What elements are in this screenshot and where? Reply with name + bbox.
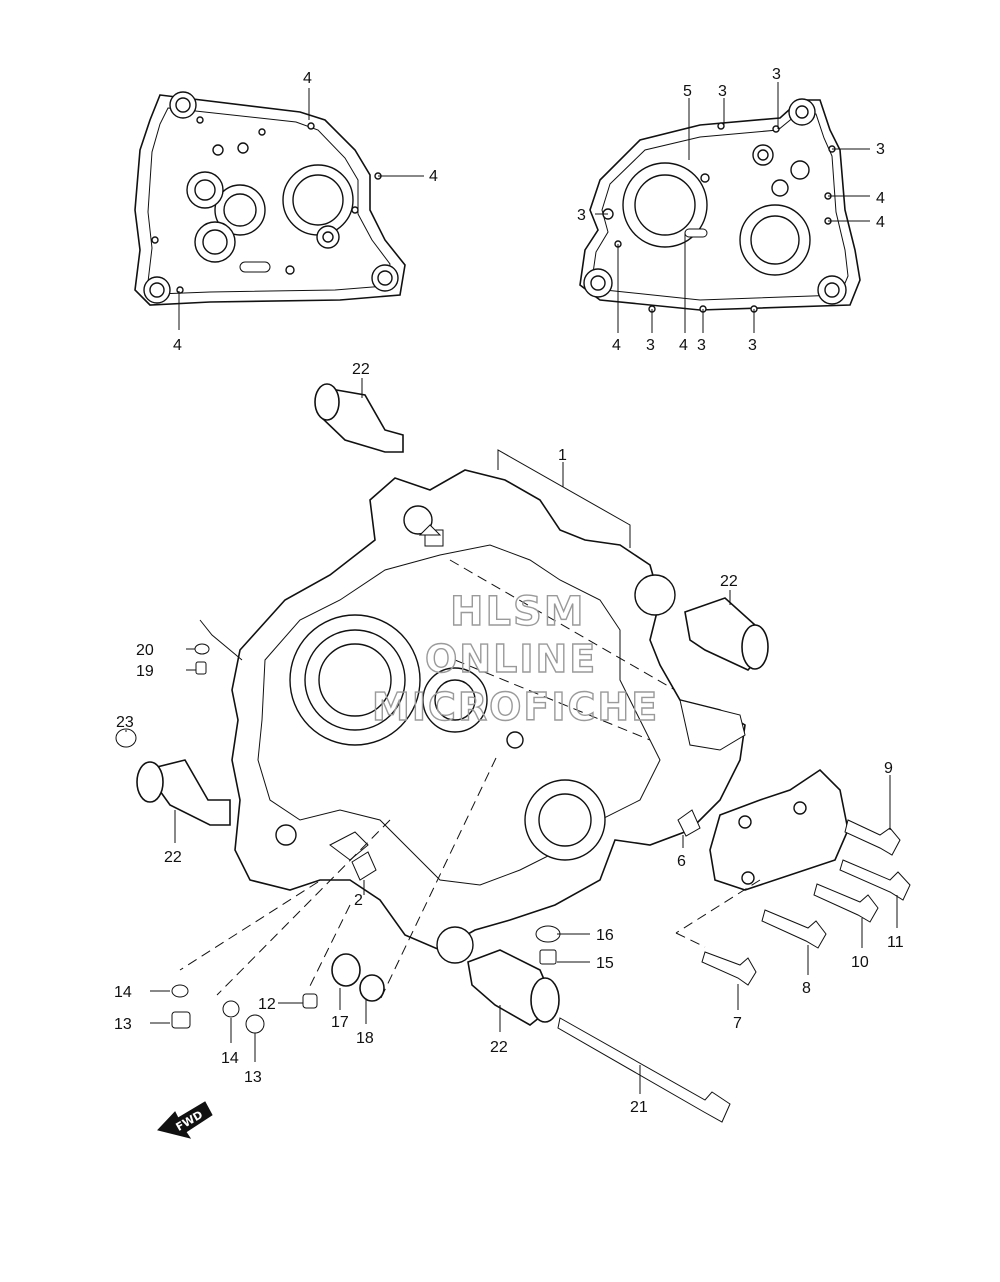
bearing-22-left	[136, 759, 231, 826]
callout-14: 14	[114, 984, 132, 1001]
callout-11: 11	[887, 934, 904, 951]
callout-3: 3	[646, 337, 655, 354]
callout-12: 12	[258, 996, 276, 1013]
crankcase-assembly	[231, 469, 746, 964]
leader-lines	[125, 82, 898, 1094]
bolt-13b	[245, 1014, 265, 1034]
bolt-10	[813, 883, 879, 923]
callout-13: 13	[114, 1016, 132, 1033]
oring-18	[359, 974, 385, 1002]
callout-4: 4	[679, 337, 688, 354]
callout-15: 15	[596, 955, 614, 972]
washer-23	[115, 728, 137, 748]
callout-23: 23	[116, 714, 134, 731]
callout-labels: 4 4 4 5 3 3 3 3 4 4 4 4 3 3 3 22 1 22 20…	[114, 66, 904, 1116]
callout-16: 16	[596, 927, 614, 944]
callout-22: 22	[720, 573, 738, 590]
callout-17: 17	[331, 1014, 349, 1031]
callout-4: 4	[173, 337, 182, 354]
callout-3: 3	[577, 207, 586, 224]
callout-2: 2	[354, 892, 363, 909]
bearing-22-top	[314, 383, 404, 453]
bearing-22-bottom	[467, 949, 560, 1026]
plug-17	[331, 953, 361, 987]
callout-3: 3	[697, 337, 706, 354]
callout-21: 21	[630, 1099, 648, 1116]
callout-3: 3	[718, 83, 727, 100]
fwd-arrow-icon: FWD	[157, 1101, 213, 1139]
callout-22: 22	[352, 361, 370, 378]
callout-22: 22	[490, 1039, 508, 1056]
bearing-22-right	[684, 597, 769, 671]
callout-3: 3	[876, 141, 885, 158]
watermark: HLSM ONLINE MICROFICHE	[371, 588, 659, 729]
callout-1: 1	[558, 447, 567, 464]
plug-15	[539, 949, 557, 965]
pin-6	[677, 809, 701, 837]
crankcase-left-half-view	[134, 91, 406, 306]
washer-20	[194, 643, 210, 655]
crankcase-right-half-view	[579, 98, 861, 313]
bolt-13a	[171, 1011, 191, 1029]
callout-9: 9	[884, 760, 893, 777]
callout-3: 3	[748, 337, 757, 354]
pin-2	[351, 851, 377, 881]
callout-10: 10	[851, 954, 869, 971]
bolt-7	[701, 951, 757, 986]
watermark-line1: HLSM	[450, 589, 586, 635]
callout-7: 7	[733, 1015, 742, 1032]
watermark-line2: ONLINE	[425, 637, 597, 681]
stud-21	[557, 1017, 731, 1123]
washer-14a	[171, 984, 189, 998]
bolt-19	[195, 661, 207, 675]
callout-4: 4	[876, 214, 885, 231]
callout-13: 13	[244, 1069, 262, 1086]
callout-19: 19	[136, 663, 154, 680]
washer-14b	[222, 1000, 240, 1018]
gasket-16	[535, 925, 561, 943]
callout-8: 8	[802, 980, 811, 997]
callout-4: 4	[429, 168, 438, 185]
callout-20: 20	[136, 642, 154, 659]
callout-6: 6	[677, 853, 686, 870]
callout-4: 4	[612, 337, 621, 354]
callout-5: 5	[683, 83, 692, 100]
bush-12	[302, 993, 318, 1009]
callout-18: 18	[356, 1030, 374, 1047]
watermark-line3: MICROFICHE	[372, 685, 659, 729]
bolt-9	[844, 819, 901, 856]
callout-3: 3	[772, 66, 781, 83]
bolt-11	[839, 859, 911, 901]
callout-4: 4	[876, 190, 885, 207]
cover-plate	[709, 768, 849, 891]
callout-4: 4	[303, 70, 312, 87]
bolt-8	[761, 909, 827, 949]
callout-14: 14	[221, 1050, 239, 1067]
callout-22: 22	[164, 849, 182, 866]
